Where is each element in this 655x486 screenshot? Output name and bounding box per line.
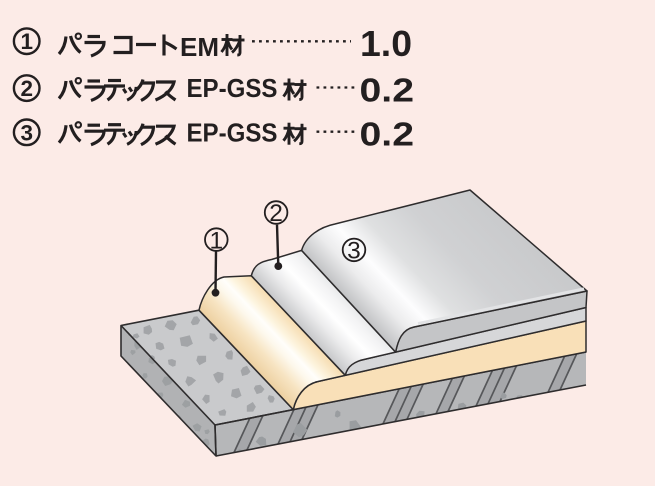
svg-text:0.2: 0.2: [360, 71, 415, 108]
svg-text:0.2: 0.2: [360, 116, 415, 153]
svg-text:EP-GSS: EP-GSS: [187, 73, 278, 103]
svg-text:2: 2: [269, 200, 283, 227]
svg-text:1: 1: [20, 29, 33, 54]
svg-text:2: 2: [20, 76, 33, 101]
svg-text:EM: EM: [180, 32, 219, 62]
svg-text:1.0: 1.0: [360, 23, 412, 64]
svg-text:3: 3: [20, 120, 33, 145]
svg-text:1: 1: [209, 227, 223, 254]
svg-text:3: 3: [347, 238, 361, 265]
svg-text:EP-GSS: EP-GSS: [187, 117, 278, 147]
